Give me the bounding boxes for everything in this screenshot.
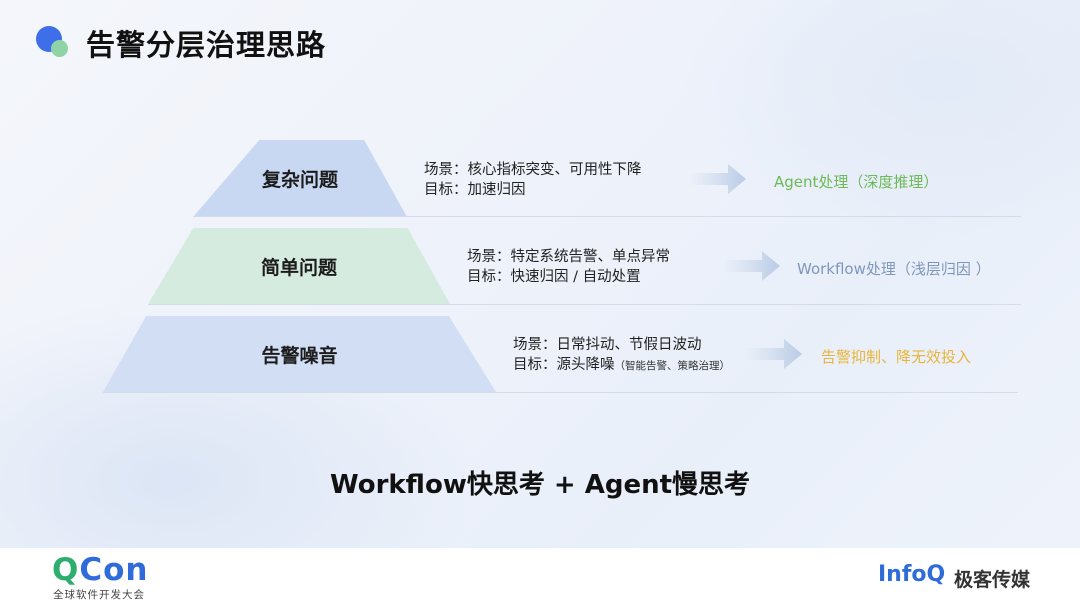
infoq-logo: InfoQ: [878, 562, 946, 587]
separator-line: [193, 216, 1021, 217]
title-bullet-icon: [36, 26, 72, 60]
footer: [0, 548, 1080, 605]
layer-description-complex: 场景：核心指标突变、可用性下降 目标：加速归因: [424, 160, 642, 201]
arrow-right-icon: [724, 251, 780, 281]
layer-description-simple: 场景：特定系统告警、单点异常 目标：快速归因 / 自动处置: [467, 247, 670, 288]
scene-text: 场景：核心指标突变、可用性下降: [424, 162, 642, 178]
slogan: Workflow快思考 + Agent慢思考: [329, 470, 751, 500]
goal-text: 目标：加速归因: [424, 182, 526, 198]
qcon-subtitle: 全球软件开发大会: [53, 589, 145, 601]
pyramid-layer-noise: 告警噪音: [103, 316, 496, 392]
layer-name: 简单问题: [260, 256, 337, 279]
result-workflow: Workflow处理（浅层归因 ）: [797, 260, 991, 278]
separator-line: [148, 304, 1021, 305]
result-suppression: 告警抑制、降无效投入: [821, 348, 972, 366]
pyramid-layer-simple: 简单问题: [148, 228, 450, 304]
layer-name: 告警噪音: [261, 344, 338, 367]
layer-description-noise: 场景：日常抖动、节假日波动 目标：源头降噪（智能告警、策略治理）: [513, 335, 730, 376]
goal-text: 目标：源头降噪（智能告警、策略治理）: [513, 357, 730, 373]
page-title: 告警分层治理思路: [86, 28, 327, 62]
arrow-right-icon: [690, 164, 746, 194]
scene-text: 场景：特定系统告警、单点异常: [467, 249, 670, 265]
arrow-right-icon: [746, 339, 802, 369]
layer-name: 复杂问题: [261, 169, 338, 191]
result-agent: Agent处理（深度推理）: [774, 173, 939, 191]
goal-text: 目标：快速归因 / 自动处置: [467, 269, 641, 285]
qcon-logo: QCon: [52, 552, 149, 588]
infoq-brand-text: 极客传媒: [954, 569, 1031, 591]
separator-line: [103, 392, 1018, 393]
scene-text: 场景：日常抖动、节假日波动: [513, 337, 702, 353]
